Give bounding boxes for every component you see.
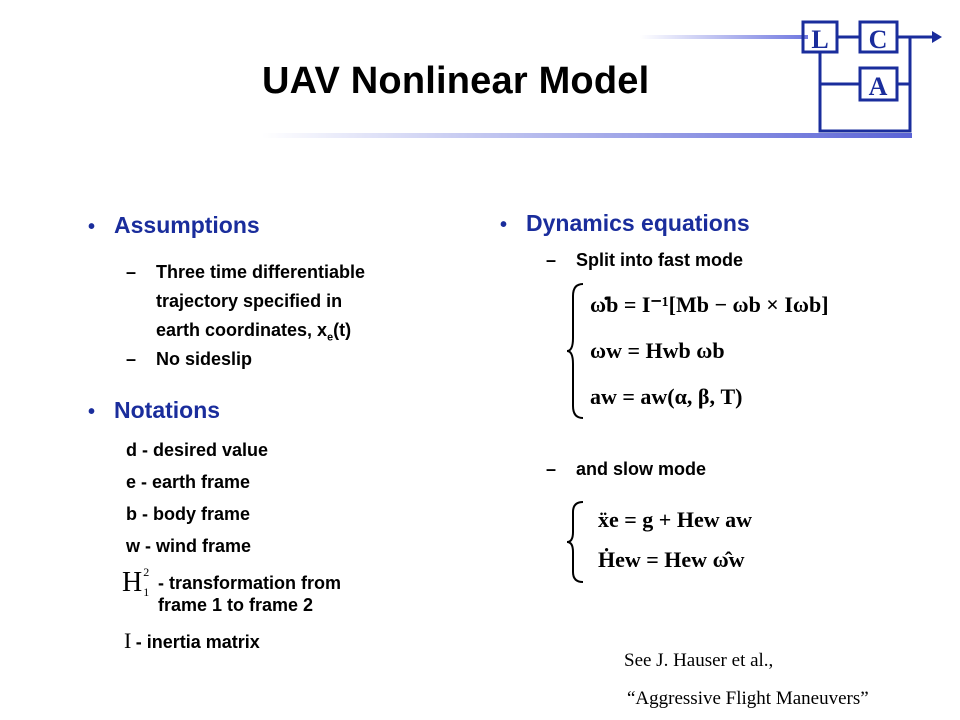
- slow-mode-brace: [566, 501, 584, 583]
- inertia-symbol: I: [124, 628, 132, 653]
- fast-mode-label: –Split into fast mode: [546, 246, 743, 275]
- lca-logo: L C A: [801, 20, 942, 133]
- notations-heading: •Notations: [88, 397, 221, 423]
- citation-line-2: “Aggressive Flight Maneuvers”: [627, 688, 869, 709]
- fast-mode-brace: [566, 283, 584, 419]
- notation-item: e - earth frame: [126, 472, 251, 492]
- equation: ω̇b = I⁻¹[Mb − ωb × Iωb]: [590, 292, 829, 317]
- inertia-notation: I - inertia matrix: [124, 628, 260, 653]
- equation: aw = aw(α, β, T): [590, 384, 743, 409]
- slow-mode-equations: ẍe = g + Hew aw Ḣew = Hew ω̂w: [598, 502, 752, 582]
- slow-mode-label: –and slow mode: [546, 455, 706, 484]
- assumption-item-2: –No sideslip: [126, 345, 252, 374]
- logo-letter-c: C: [869, 25, 888, 54]
- dash-icon: –: [126, 349, 137, 369]
- bullet-icon: •: [88, 401, 96, 423]
- bullet-icon: •: [88, 216, 96, 238]
- slide-title: UAV Nonlinear Model: [262, 60, 650, 102]
- assumption-item-1: –Three time differentiable trajectory sp…: [126, 258, 365, 353]
- citation-line-1: See J. Hauser et al.,: [624, 650, 774, 671]
- bullet-icon: •: [500, 214, 508, 236]
- fast-mode-equations: ω̇b = I⁻¹[Mb − ωb × Iωb] ωw = Hwb ωb aw …: [590, 285, 829, 423]
- dash-icon: –: [126, 262, 137, 282]
- title-underline: [262, 133, 912, 138]
- dash-icon: –: [546, 459, 557, 479]
- logo-letter-a: A: [869, 72, 888, 101]
- header-top-rule: [640, 35, 808, 39]
- notation-item: d - desired value: [126, 440, 269, 460]
- equation: ωw = Hwb ωb: [590, 338, 725, 363]
- dash-icon: –: [546, 250, 557, 270]
- logo-letter-l: L: [811, 25, 828, 54]
- assumptions-heading: •Assumptions: [88, 212, 260, 238]
- equation: ẍe = g + Hew aw: [598, 507, 752, 532]
- notation-item: w - wind frame: [126, 536, 252, 556]
- notation-item: b - body frame: [126, 504, 251, 524]
- dynamics-heading: •Dynamics equations: [500, 210, 750, 236]
- equation: Ḣew = Hew ω̂w: [598, 547, 745, 572]
